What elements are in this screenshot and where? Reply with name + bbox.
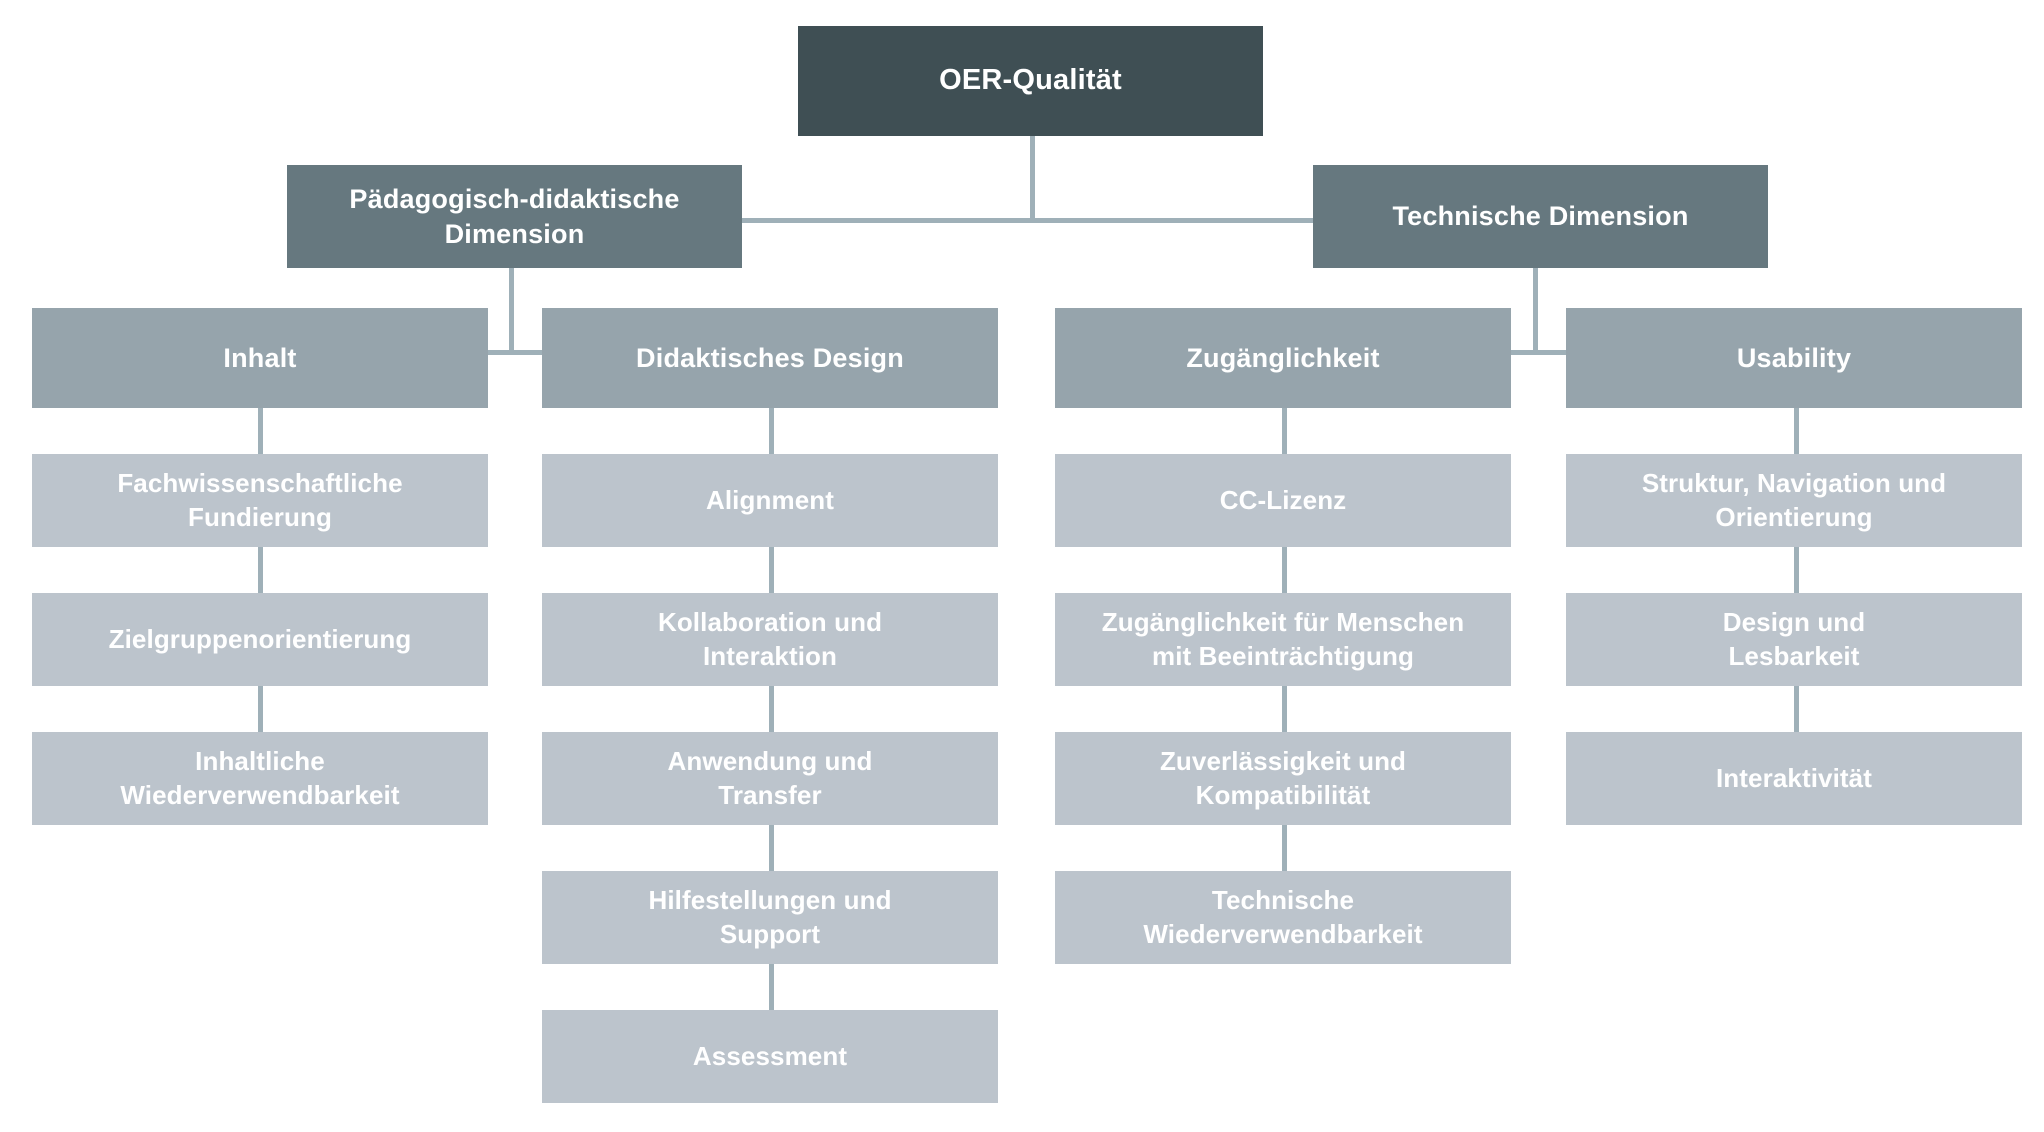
connector-technical-spine xyxy=(1282,350,1794,355)
connector-zugaenglichkeit-3 xyxy=(1282,686,1287,732)
connector-dimension-spine xyxy=(738,218,1318,223)
node-criterion-inhaltliche-wiederverwendbarkeit[interactable]: Inhaltliche Wiederverwendbarkeit xyxy=(32,732,488,825)
connector-zugaenglichkeit-1 xyxy=(1282,408,1287,454)
node-category-inhalt[interactable]: Inhalt xyxy=(32,308,488,408)
node-dimension-technical[interactable]: Technische Dimension xyxy=(1313,165,1768,268)
node-category-usability[interactable]: Usability xyxy=(1566,308,2022,408)
node-criterion-anwendung-und-transfer[interactable]: Anwendung und Transfer xyxy=(542,732,998,825)
node-criterion-zielgruppenorientierung[interactable]: Zielgruppenorientierung xyxy=(32,593,488,686)
connector-zugaenglichkeit-2 xyxy=(1282,547,1287,593)
connector-didaktik-4 xyxy=(769,825,774,871)
connector-usability-2 xyxy=(1794,547,1799,593)
connector-didaktik-5 xyxy=(769,964,774,1010)
node-criterion-kollaboration-und-interaktion[interactable]: Kollaboration und Interaktion xyxy=(542,593,998,686)
node-category-didaktisches-design[interactable]: Didaktisches Design xyxy=(542,308,998,408)
node-criterion-assessment[interactable]: Assessment xyxy=(542,1010,998,1103)
node-criterion-zugaenglichkeit-fuer-menschen-mit-beeintraechtigung[interactable]: Zugänglichkeit für Menschen mit Beeinträ… xyxy=(1055,593,1511,686)
connector-didaktik-3 xyxy=(769,686,774,732)
node-criterion-struktur-navigation-und-orientierung[interactable]: Struktur, Navigation und Orientierung xyxy=(1566,454,2022,547)
connector-inhalt-2 xyxy=(258,547,263,593)
connector-technical-down xyxy=(1533,268,1538,352)
connector-inhalt-1 xyxy=(258,408,263,454)
connector-didaktik-1 xyxy=(769,408,774,454)
node-criterion-interaktivitaet[interactable]: Interaktivität xyxy=(1566,732,2022,825)
connector-pedagogical-down xyxy=(509,268,514,352)
connector-didaktik-2 xyxy=(769,547,774,593)
node-criterion-hilfestellungen-und-support[interactable]: Hilfestellungen und Support xyxy=(542,871,998,964)
node-criterion-zuverlaessigkeit-und-kompatibilitaet[interactable]: Zuverlässigkeit und Kompatibilität xyxy=(1055,732,1511,825)
node-criterion-technische-wiederverwendbarkeit[interactable]: Technische Wiederverwendbarkeit xyxy=(1055,871,1511,964)
node-dimension-pedagogical[interactable]: Pädagogisch-didaktische Dimension xyxy=(287,165,742,268)
node-criterion-design-und-lesbarkeit[interactable]: Design und Lesbarkeit xyxy=(1566,593,2022,686)
connector-usability-1 xyxy=(1794,408,1799,454)
connector-inhalt-3 xyxy=(258,686,263,732)
node-criterion-cc-lizenz[interactable]: CC-Lizenz xyxy=(1055,454,1511,547)
node-criterion-fachwissenschaftliche-fundierung[interactable]: Fachwissenschaftliche Fundierung xyxy=(32,454,488,547)
connector-usability-3 xyxy=(1794,686,1799,732)
node-category-zugaenglichkeit[interactable]: Zugänglichkeit xyxy=(1055,308,1511,408)
connector-root-down xyxy=(1030,136,1035,220)
connector-pedagogical-spine xyxy=(258,350,769,355)
node-root-oer-qualitaet[interactable]: OER-Qualität xyxy=(798,26,1263,136)
node-criterion-alignment[interactable]: Alignment xyxy=(542,454,998,547)
connector-zugaenglichkeit-4 xyxy=(1282,825,1287,871)
